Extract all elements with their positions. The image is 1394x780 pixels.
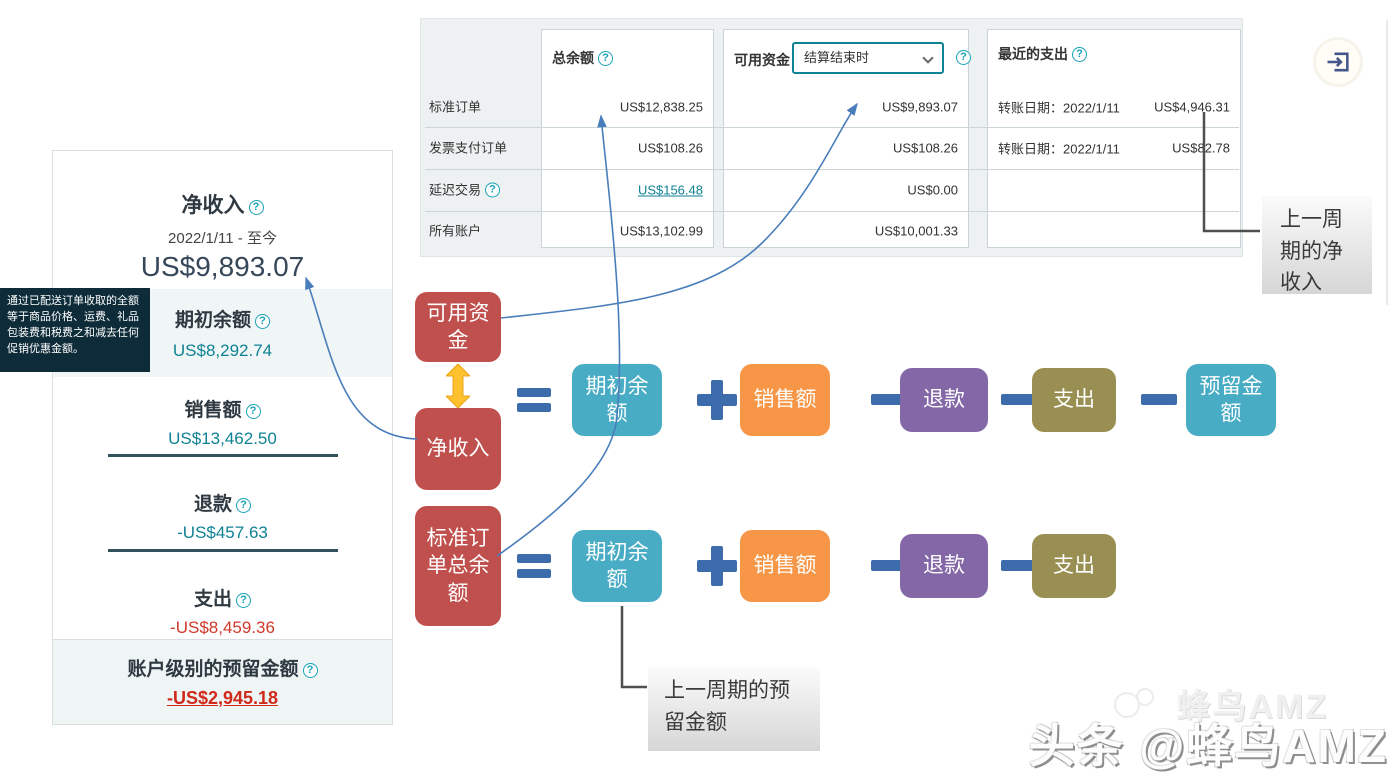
- export-arrow-icon: [1327, 52, 1349, 72]
- refunds-label: 退款: [193, 494, 232, 515]
- minus-icon: [871, 394, 907, 405]
- payout-amount: US$82.78: [1172, 140, 1230, 156]
- balances-table-panel: 标准订单 发票支付订单 延迟交易 所有账户 总余额 US$12,838.25 U…: [420, 18, 1243, 257]
- diagram-reserve-box: 预留金额: [1186, 364, 1276, 436]
- double-arrow-icon: [446, 364, 470, 408]
- row-label-standard-orders: 标准订单: [429, 99, 482, 115]
- help-icon[interactable]: [302, 663, 318, 678]
- row-label-deferred-transactions: 延迟交易: [429, 180, 501, 199]
- net-income-title: 净收入: [181, 194, 245, 217]
- help-icon[interactable]: [485, 182, 501, 198]
- watermark-ghost-text: 蜂鸟AMZ: [1176, 688, 1328, 726]
- callout-previous-net-income: 上一周期的净收入: [1262, 196, 1372, 294]
- available-funds-value: US$0.00: [907, 182, 958, 198]
- dropdown-selected-value: 结算结束时: [804, 50, 870, 65]
- account-reserve-band: 账户级别的预留金额 -US$2,945.18: [53, 639, 392, 724]
- diagram-expenses-box: 支出: [1032, 534, 1116, 598]
- available-funds-value: US$108.26: [892, 140, 958, 156]
- available-funds-value: US$9,893.07: [882, 99, 958, 115]
- row-label-all-accounts: 所有账户: [429, 223, 482, 239]
- recent-payouts-card: 最近的支出 转账日期：2022/1/11 US$4,946.31 转账日期：20…: [987, 29, 1241, 248]
- diagram-sales-box: 销售额: [740, 364, 830, 436]
- page-edge-divider: [1386, 20, 1388, 305]
- date-range: 2022/1/11 - 至今: [168, 230, 277, 247]
- diagram-expenses-box: 支出: [1032, 368, 1116, 432]
- row-separator: [425, 127, 1239, 128]
- opening-balance-value: US$8,292.74: [172, 341, 273, 360]
- minus-icon: [1001, 560, 1037, 571]
- diagram-refunds-box: 退款: [900, 534, 988, 598]
- recent-payouts-header: 最近的支出: [998, 44, 1087, 64]
- equals-icon: [517, 388, 551, 412]
- opening-balance-label: 期初余额: [174, 310, 251, 331]
- total-balance-value: US$13,102.99: [619, 223, 703, 239]
- net-income-value: US$9,893.07: [140, 251, 305, 282]
- callout-previous-reserve: 上一周期的预留金额: [648, 667, 820, 751]
- row-separator: [425, 211, 1239, 212]
- total-balance-value: US$108.26: [637, 140, 703, 156]
- net-income-summary-card: 净收入 2022/1/11 - 至今 US$9,893.07 期初余额 US$8…: [52, 150, 393, 725]
- diagram-sales-box: 销售额: [740, 530, 830, 602]
- sales-label: 销售额: [184, 400, 242, 421]
- diagram-opening-balance-box: 期初余额: [572, 364, 662, 436]
- help-icon[interactable]: [245, 404, 261, 419]
- diagram-available-funds-box: 可用资金: [415, 292, 501, 362]
- total-balance-card: 总余额 US$12,838.25 US$108.26 US$156.48 US$…: [541, 29, 714, 248]
- total-balance-header: 总余额: [552, 48, 613, 68]
- transfer-funds-button[interactable]: [1316, 40, 1360, 84]
- payout-amount: US$4,946.31: [1154, 99, 1230, 115]
- row-label-invoiced-orders: 发票支付订单: [429, 140, 508, 156]
- total-balance-value: US$12,838.25: [619, 99, 703, 115]
- help-icon[interactable]: [598, 51, 613, 66]
- help-icon[interactable]: [1072, 47, 1087, 62]
- diagram-refunds-box: 退款: [900, 368, 988, 432]
- minus-icon: [1001, 394, 1037, 405]
- divider: [108, 454, 338, 457]
- sales-value: US$13,462.50: [168, 429, 277, 448]
- equals-icon: [517, 554, 551, 578]
- chevron-down-icon: [922, 52, 934, 64]
- net-income-title-row: 净收入: [53, 189, 392, 219]
- minus-icon: [871, 560, 907, 571]
- available-funds-card: 可用资金 结算结束时 US$9,893.07 US$108.26 US$0.00…: [723, 29, 971, 248]
- help-icon[interactable]: [255, 314, 270, 329]
- deferred-amount-link[interactable]: US$156.48: [637, 182, 703, 198]
- available-funds-value: US$10,001.33: [874, 223, 958, 239]
- expenses-label: 支出: [193, 589, 232, 610]
- plus-icon: [697, 546, 737, 586]
- available-funds-header: 可用资金: [734, 52, 790, 68]
- payout-date: 转账日期：2022/1/11: [998, 100, 1120, 116]
- payout-date: 转账日期：2022/1/11: [998, 141, 1120, 157]
- help-icon[interactable]: [248, 200, 264, 215]
- expenses-value: -US$8,459.36: [170, 618, 275, 637]
- reserve-label: 账户级别的预留金额: [127, 659, 299, 680]
- diagram-standard-orders-balance-box: 标准订单总余额: [415, 506, 501, 626]
- refunds-value: -US$457.63: [177, 523, 268, 542]
- row-separator: [425, 169, 1239, 170]
- watermark-text: 头条 @蜂鸟AMZ: [1028, 720, 1388, 772]
- divider: [108, 549, 338, 552]
- diagram-net-income-box: 净收入: [415, 408, 501, 490]
- reserve-value-link[interactable]: -US$2,945.18: [166, 688, 279, 708]
- help-icon[interactable]: [956, 50, 971, 65]
- plus-icon: [697, 380, 737, 420]
- help-icon[interactable]: [236, 498, 251, 513]
- help-icon[interactable]: [236, 593, 251, 608]
- minus-icon: [1141, 394, 1177, 405]
- tooltip-bubble: 通过已配送订单收取的全额等于商品价格、运费、礼品包装费和税费之和减去任何促销优惠…: [0, 288, 150, 372]
- settlement-period-dropdown[interactable]: 结算结束时: [792, 42, 944, 74]
- watermark-logo-icon: [1114, 688, 1154, 722]
- diagram-opening-balance-box: 期初余额: [572, 530, 662, 602]
